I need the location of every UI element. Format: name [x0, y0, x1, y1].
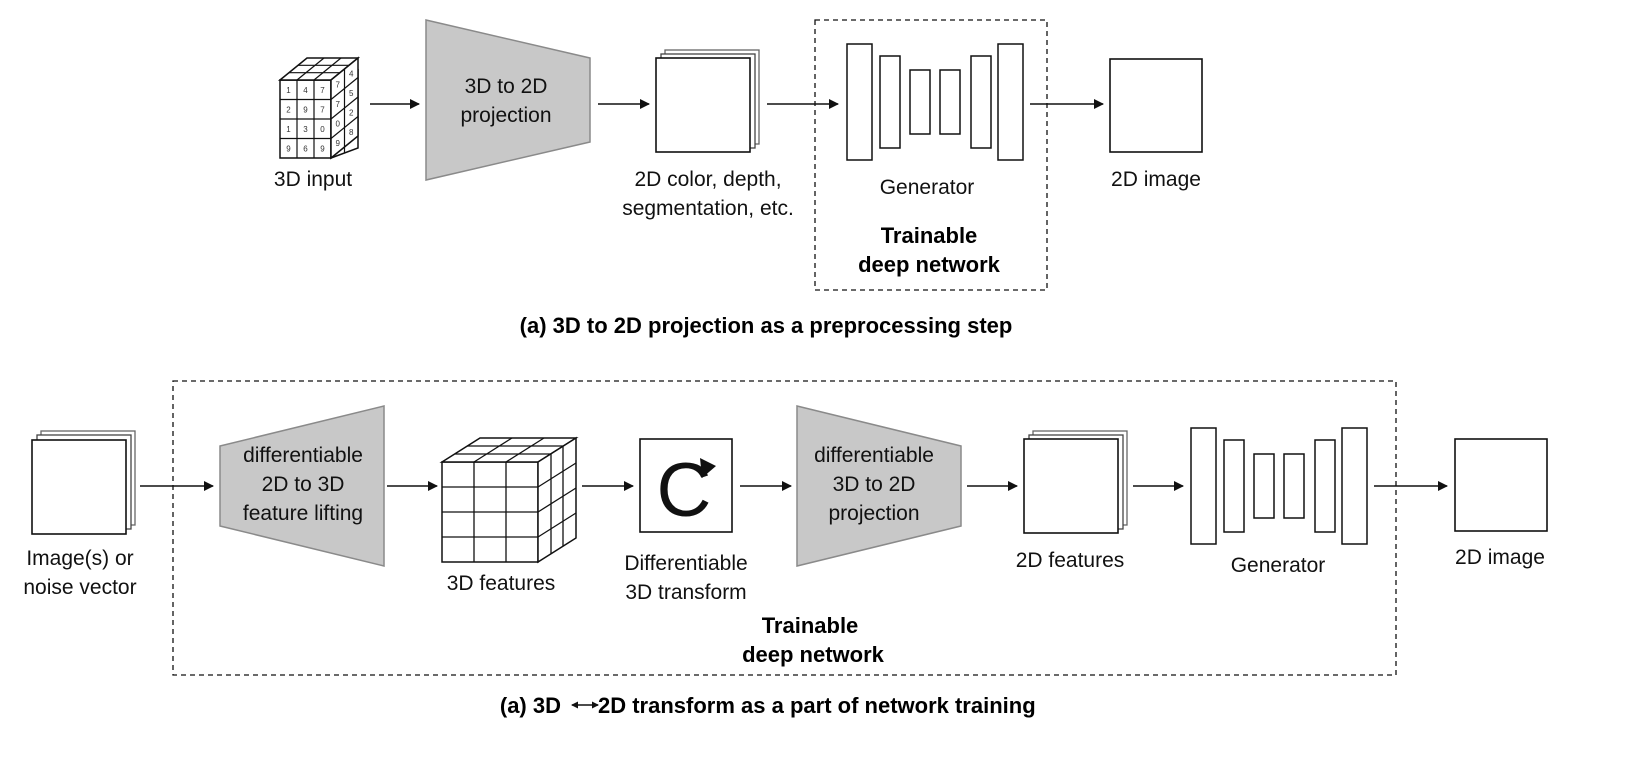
- top-projection-line2: projection: [460, 104, 551, 127]
- transform-box: [639, 438, 733, 533]
- bottom-generator-label: Generator: [1231, 554, 1326, 577]
- trainable-network-box: [172, 380, 1397, 676]
- bottom-projection-line3: projection: [828, 502, 919, 525]
- cube-digit: 9: [303, 105, 308, 114]
- bottom-input-line2: noise vector: [23, 576, 136, 599]
- cube-digit: 7: [336, 80, 341, 89]
- bottom-transform-line2: 3D transform: [625, 581, 746, 604]
- cube-digit: 9: [336, 139, 341, 148]
- cube-digit: 9: [286, 144, 291, 153]
- cube-digit: 8: [349, 128, 354, 137]
- stacked-features-icon: [1023, 430, 1128, 534]
- rotate-icon: C: [657, 448, 716, 533]
- top-maps-line1: 2D color, depth,: [634, 168, 781, 191]
- bottom-trainable-line2: deep network: [742, 642, 885, 667]
- lifting-trapezoid: [219, 405, 385, 567]
- top-output-image: [1109, 58, 1203, 153]
- cube-digit: 0: [320, 125, 325, 134]
- top-trainable-line2: deep network: [858, 252, 1001, 277]
- top-generator-label: Generator: [880, 176, 975, 199]
- top-trainable-line1: Trainable: [881, 223, 978, 248]
- cube-digit: 4: [303, 86, 308, 95]
- bottom-caption-right: 2D transform as a part of network traini…: [598, 693, 1036, 718]
- cube-digit: 2: [286, 105, 291, 114]
- bottom-projection-line1: differentiable: [814, 444, 934, 467]
- bottom-features2d-label: 2D features: [1016, 549, 1125, 572]
- bottom-lifting-line2: 2D to 3D: [262, 473, 345, 496]
- bottom-caption-left: (a) 3D: [500, 693, 561, 718]
- generator-icon: [846, 43, 1024, 161]
- bottom-lifting-line3: feature lifting: [243, 502, 363, 525]
- bottom-features3d-label: 3D features: [447, 572, 556, 595]
- bottom-transform-line1: Differentiable: [624, 552, 747, 575]
- cube-digit: 1: [286, 125, 291, 134]
- trainable-network-box: [814, 19, 1048, 291]
- cube-digit: 9: [320, 144, 325, 153]
- bottom-input-line1: Image(s) or: [26, 547, 133, 570]
- cube-digit: 6: [303, 144, 308, 153]
- bottom-lifting-line1: differentiable: [243, 444, 363, 467]
- top-caption: (a) 3D to 2D projection as a preprocessi…: [520, 313, 1013, 338]
- stacked-maps-icon: [655, 49, 760, 153]
- top-maps-line2: segmentation, etc.: [622, 197, 794, 220]
- cube-digit: 1: [286, 86, 291, 95]
- cube-digit: 7: [320, 86, 325, 95]
- generator-icon: [1190, 427, 1368, 545]
- cube-digit: 0: [336, 119, 341, 128]
- stacked-input-icon: [31, 430, 136, 535]
- bottom-output-label: 2D image: [1455, 546, 1545, 569]
- cube-digit: 3: [303, 125, 308, 134]
- feature-cube-icon: [439, 436, 579, 564]
- projection-trapezoid: [796, 405, 962, 567]
- bottom-output-image: [1454, 438, 1548, 532]
- top-input-label: 3D input: [274, 168, 352, 191]
- top-projection-line1: 3D to 2D: [465, 75, 548, 98]
- cube-digit: 7: [320, 105, 325, 114]
- top-output-label: 2D image: [1111, 168, 1201, 191]
- cube-digit: 2: [349, 108, 354, 117]
- bottom-projection-line2: 3D to 2D: [833, 473, 916, 496]
- cube-digit: 7: [336, 100, 341, 109]
- cube-digit: 4: [349, 69, 354, 78]
- bottom-panel: Image(s) or noise vector differentiable …: [23, 380, 1548, 718]
- cube-digit: 5: [349, 89, 354, 98]
- bottom-trainable-line1: Trainable: [762, 613, 859, 638]
- projection-trapezoid: [425, 19, 591, 181]
